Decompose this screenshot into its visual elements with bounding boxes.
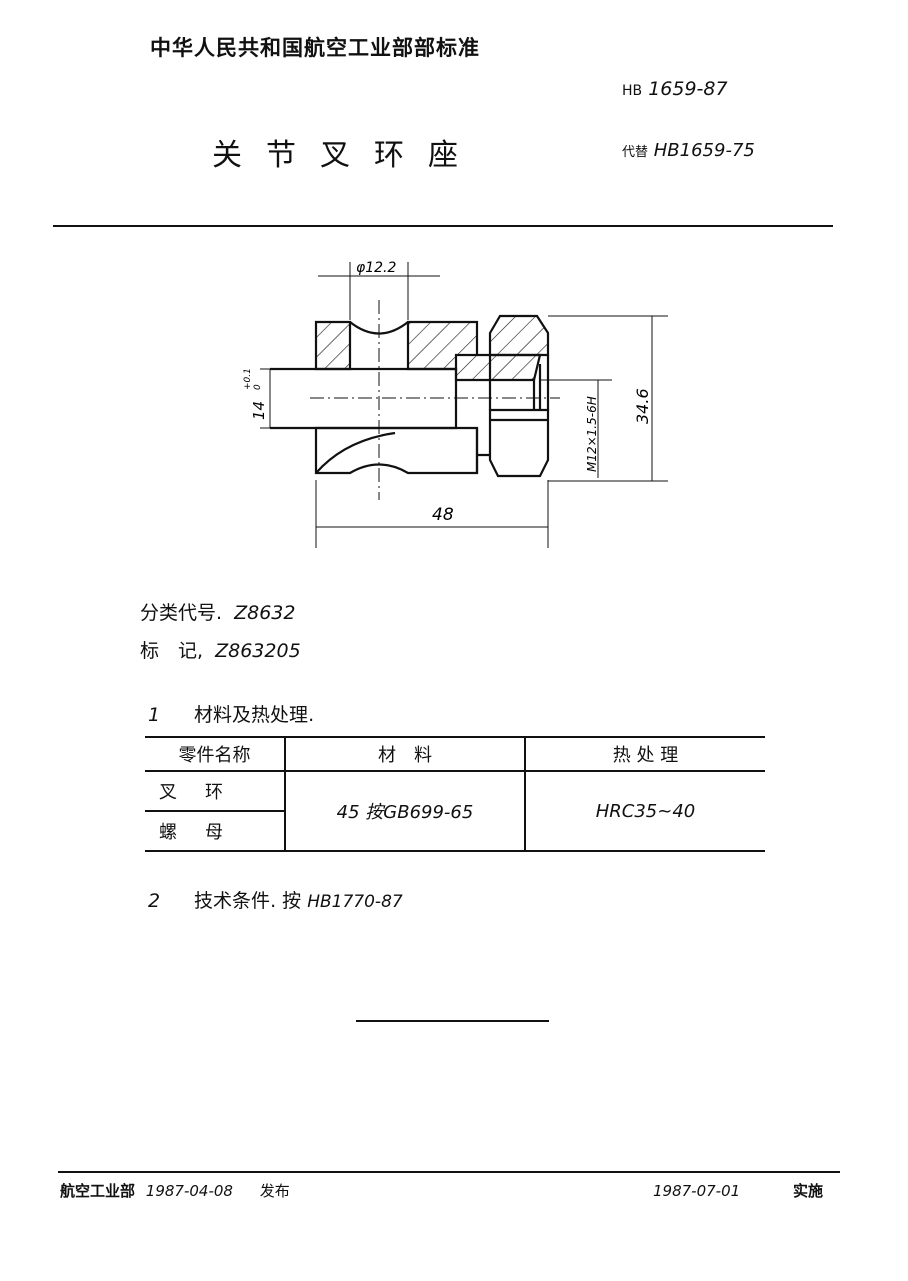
part-name-cell: 螺母 (145, 810, 285, 852)
footer-divider (58, 1171, 840, 1173)
section-2-number: 2 (148, 890, 161, 912)
marking-label: 标 记 (140, 640, 198, 662)
center-lines (310, 300, 560, 500)
table-row: 叉环 45 按GB699-65 HRC35~40 (145, 770, 765, 852)
material-cell: 45 按GB699-65 (284, 770, 525, 852)
marking-value: Z863205 (215, 640, 301, 662)
section-2-heading: 2 技术条件. 按 HB1770-87 (148, 890, 403, 912)
standard-number-value: 1659-87 (648, 78, 728, 100)
section-1-number: 1 (148, 704, 161, 726)
dimension-lines (260, 262, 668, 548)
dim-hole-diameter: φ12.2 (356, 260, 397, 276)
section-1-heading: 1 材料及热处理. (148, 704, 315, 726)
dim-bore: 14 (250, 401, 268, 420)
standard-number: HB 1659-87 (622, 78, 728, 100)
dim-bore-tol-lower: 0 (253, 384, 263, 390)
header-part-name: 零件名称 (145, 736, 285, 772)
section-1-title: 材料及热处理 (194, 704, 309, 726)
header-heat-treatment: 热 处 理 (524, 736, 765, 772)
section-2-standard: HB1770-87 (307, 892, 403, 912)
replaces-number: HB1659-75 (653, 140, 755, 161)
header-material: 材 料 (284, 736, 525, 772)
technical-drawing: φ12.2 48 14 +0.1 0 M12×1.5-6H 34.6 (243, 260, 668, 548)
organization-standard-heading: 中华人民共和国航空工业部部标准 (150, 36, 480, 60)
section-2-title: 技术条件 (194, 890, 271, 912)
marking: 标 记, Z863205 (140, 640, 301, 662)
classification-code-label: 分类代号 (140, 602, 217, 624)
part-name-cell: 叉环 (145, 770, 285, 812)
footer-issue: 航空工业部 1987-04-08 发布 (60, 1180, 290, 1201)
dim-thread: M12×1.5-6H (585, 396, 599, 472)
issue-date: 1987-04-08 (145, 1182, 233, 1200)
effective-label: 实施 (792, 1182, 823, 1200)
classification-code-value: Z8632 (234, 602, 296, 624)
header-divider (53, 225, 833, 227)
issue-label: 发布 (259, 1182, 290, 1200)
replaces-label: 代替 (622, 145, 649, 160)
issuer: 航空工业部 (60, 1182, 136, 1200)
document-title: 关节叉环座 (212, 138, 482, 173)
dim-bore-tol-upper: +0.1 (243, 368, 253, 390)
table-header-row: 零件名称 材 料 热 处 理 (145, 736, 765, 772)
replaces-standard: 代替 HB1659-75 (622, 140, 755, 161)
table-row: 螺母 (145, 810, 765, 852)
heat-treatment-cell: HRC35~40 (524, 770, 765, 852)
standard-prefix: HB (622, 83, 643, 99)
dim-height: 34.6 (633, 388, 652, 424)
effective-date: 1987-07-01 (653, 1182, 741, 1200)
material-table: 零件名称 材 料 热 处 理 叉环 45 按GB699-65 HRC35~40 … (145, 736, 765, 852)
dim-length: 48 (432, 505, 454, 525)
section-2-per: 按 (282, 890, 302, 912)
footer-effective: 1987-07-01 实施 (653, 1180, 823, 1201)
end-divider (356, 1020, 549, 1022)
classification-code: 分类代号. Z8632 (140, 602, 296, 624)
part-outline (270, 314, 550, 478)
